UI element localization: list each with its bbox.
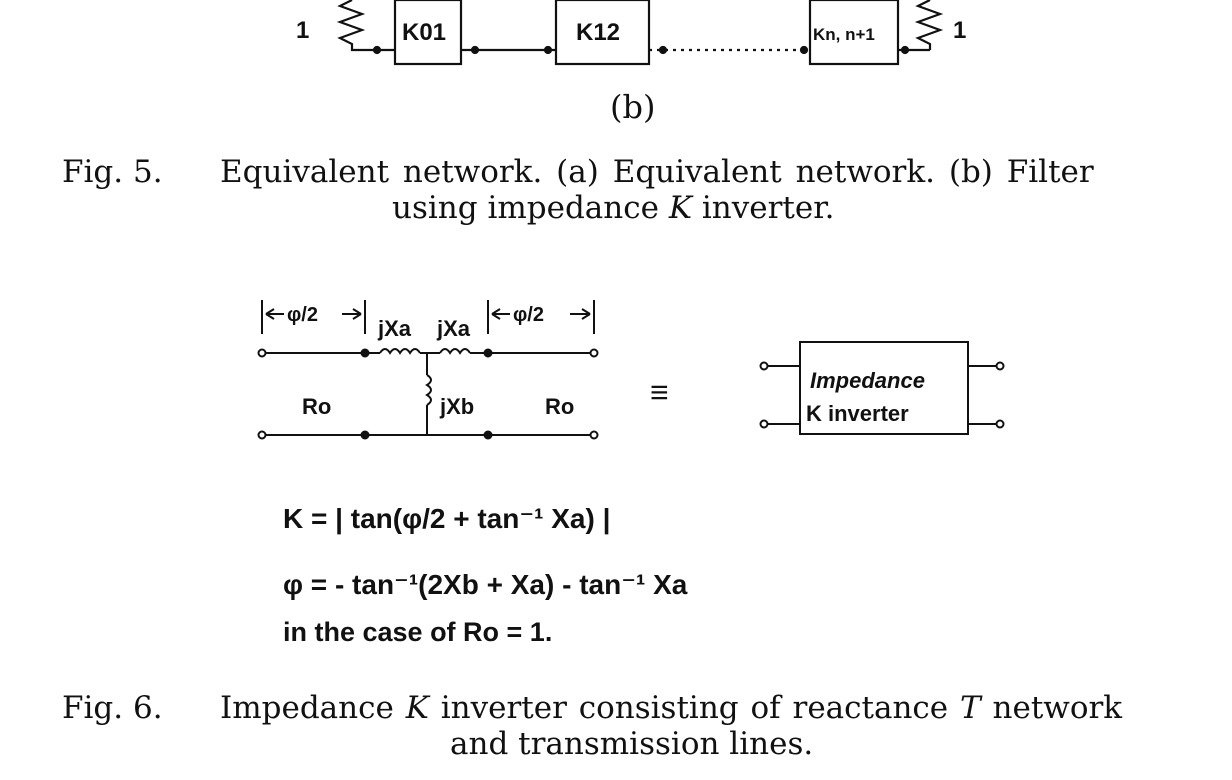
fig6-caption-line1: Impedance K inverter consisting of react… <box>220 690 1123 726</box>
ro-left-label: Ro <box>302 394 331 419</box>
ro-right-label: Ro <box>545 394 574 419</box>
equation-condition: in the case of Ro = 1. <box>283 617 553 647</box>
fig5-sub-label: (b) <box>610 88 656 126</box>
phi-half-right-label: φ/2 <box>513 304 544 326</box>
fig6-caption-line2: and transmission lines. <box>450 726 814 762</box>
inductor-left-icon <box>379 348 421 355</box>
jxa-left-label: jXa <box>377 316 412 341</box>
inverter-label-k12: K12 <box>576 19 620 46</box>
inverter-box-label-line2: K inverter <box>806 401 909 426</box>
equation-k: K = | tan(φ/2 + tan⁻¹ Xa) | <box>283 503 611 534</box>
left-resistor-icon <box>336 0 378 52</box>
inductor-shunt-icon <box>425 374 432 406</box>
equiv-symbol: ≡ <box>650 374 669 410</box>
fig5-caption: Fig. 5. Equivalent network. (a) Equivale… <box>62 154 1222 226</box>
fig5-caption-line2-post: inverter. <box>691 190 835 226</box>
jxa-right-label: jXa <box>436 316 471 341</box>
inverter-box-kn <box>808 0 900 66</box>
fig5-caption-line1: Equivalent network. (a) Equivalent netwo… <box>220 154 1094 190</box>
inverter-label-kn: Kn, n+1 <box>813 25 875 44</box>
inverter-box-k01 <box>393 0 463 66</box>
fig6-caption-number: Fig. 6. <box>62 690 163 726</box>
equation-phi: φ = - tan⁻¹(2Xb + Xa) - tan⁻¹ Xa <box>283 569 688 600</box>
fig5-caption-line2-pre: using impedance <box>392 190 669 226</box>
phi-half-left-label: φ/2 <box>287 304 318 326</box>
fig5-filter-diagram: 1 1 K01 K12 Kn, n+1 <box>296 0 966 66</box>
fig6-circuit-diagram: φ/2 φ/2 jXa jXa jXb Ro Ro ≡ Impedance K … <box>257 300 1005 440</box>
jxb-label: jXb <box>439 394 474 419</box>
inverter-box-label-line1: Impedance <box>810 368 925 393</box>
inductor-right-icon <box>439 348 471 355</box>
right-resistor-icon <box>914 0 944 50</box>
fig5-caption-number: Fig. 5. <box>62 154 163 190</box>
fig6-caption: Fig. 6. Impedance K inverter consisting … <box>62 690 1222 762</box>
impedance-inverter-box <box>799 341 969 435</box>
fig5-resistor-left-label: 1 <box>296 17 309 44</box>
inverter-box-k12 <box>554 0 651 66</box>
fig5-caption-var-k: K <box>668 190 692 226</box>
inverter-label-k01: K01 <box>402 19 446 46</box>
fig5-resistor-right-label: 1 <box>953 17 966 44</box>
